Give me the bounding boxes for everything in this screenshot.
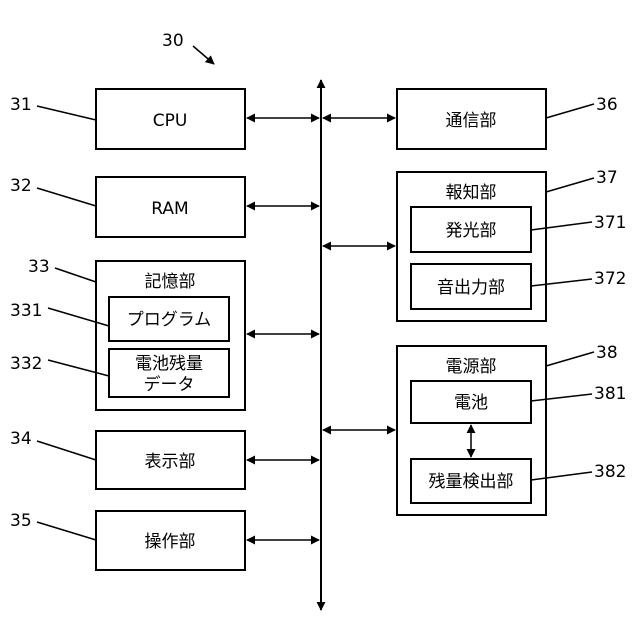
storage-block: 記憶部 プログラム 電池残量 データ bbox=[96, 261, 245, 410]
operation-ref: 35 bbox=[10, 511, 32, 531]
figure-ref: 30 bbox=[162, 31, 184, 51]
notification-ref: 37 bbox=[596, 168, 618, 188]
display-ref-leader bbox=[37, 441, 96, 460]
battery-ref: 381 bbox=[594, 384, 626, 404]
remaining-label: 残量検出部 bbox=[429, 472, 514, 492]
display-label: 表示部 bbox=[145, 452, 196, 472]
light-label: 発光部 bbox=[446, 221, 497, 241]
sound-label: 音出力部 bbox=[437, 278, 505, 298]
ram-block: RAM bbox=[96, 177, 245, 237]
ram-label: RAM bbox=[151, 199, 188, 219]
ram-ref: 32 bbox=[10, 176, 32, 196]
battery-data-label-line1: 電池残量 bbox=[135, 354, 203, 374]
storage-ref-leader bbox=[55, 268, 96, 282]
operation-label: 操作部 bbox=[145, 532, 196, 552]
cpu-ref-leader bbox=[37, 106, 96, 120]
display-block: 表示部 bbox=[96, 431, 245, 489]
communication-ref: 36 bbox=[596, 95, 618, 115]
notification-ref-leader bbox=[546, 178, 594, 192]
storage-label: 記憶部 bbox=[145, 272, 196, 292]
communication-ref-leader bbox=[546, 104, 594, 118]
notification-label: 報知部 bbox=[446, 183, 497, 203]
cpu-ref: 31 bbox=[10, 95, 32, 115]
storage-ref: 33 bbox=[28, 257, 50, 277]
ram-ref-leader bbox=[37, 188, 96, 206]
remaining-ref: 382 bbox=[594, 462, 626, 482]
communication-block: 通信部 bbox=[397, 89, 546, 149]
power-ref-leader bbox=[546, 352, 594, 366]
cpu-label: CPU bbox=[153, 111, 188, 131]
notification-block: 報知部 発光部 音出力部 bbox=[397, 172, 546, 321]
light-ref: 371 bbox=[594, 213, 626, 233]
operation-ref-leader bbox=[37, 522, 96, 540]
power-block: 電源部 電池 残量検出部 bbox=[397, 346, 546, 515]
figure-ref-arrow bbox=[193, 46, 214, 64]
sound-ref: 372 bbox=[594, 269, 626, 289]
communication-label: 通信部 bbox=[446, 111, 497, 131]
battery-data-label-line2: データ bbox=[144, 374, 195, 395]
operation-block: 操作部 bbox=[96, 511, 245, 570]
program-ref: 331 bbox=[10, 301, 42, 321]
program-label: プログラム bbox=[127, 310, 212, 330]
power-label: 電源部 bbox=[446, 357, 497, 377]
cpu-block: CPU bbox=[96, 89, 245, 149]
battery-data-ref: 332 bbox=[10, 354, 42, 374]
power-ref: 38 bbox=[596, 343, 618, 363]
battery-label: 電池 bbox=[454, 393, 488, 413]
display-ref: 34 bbox=[10, 429, 32, 449]
